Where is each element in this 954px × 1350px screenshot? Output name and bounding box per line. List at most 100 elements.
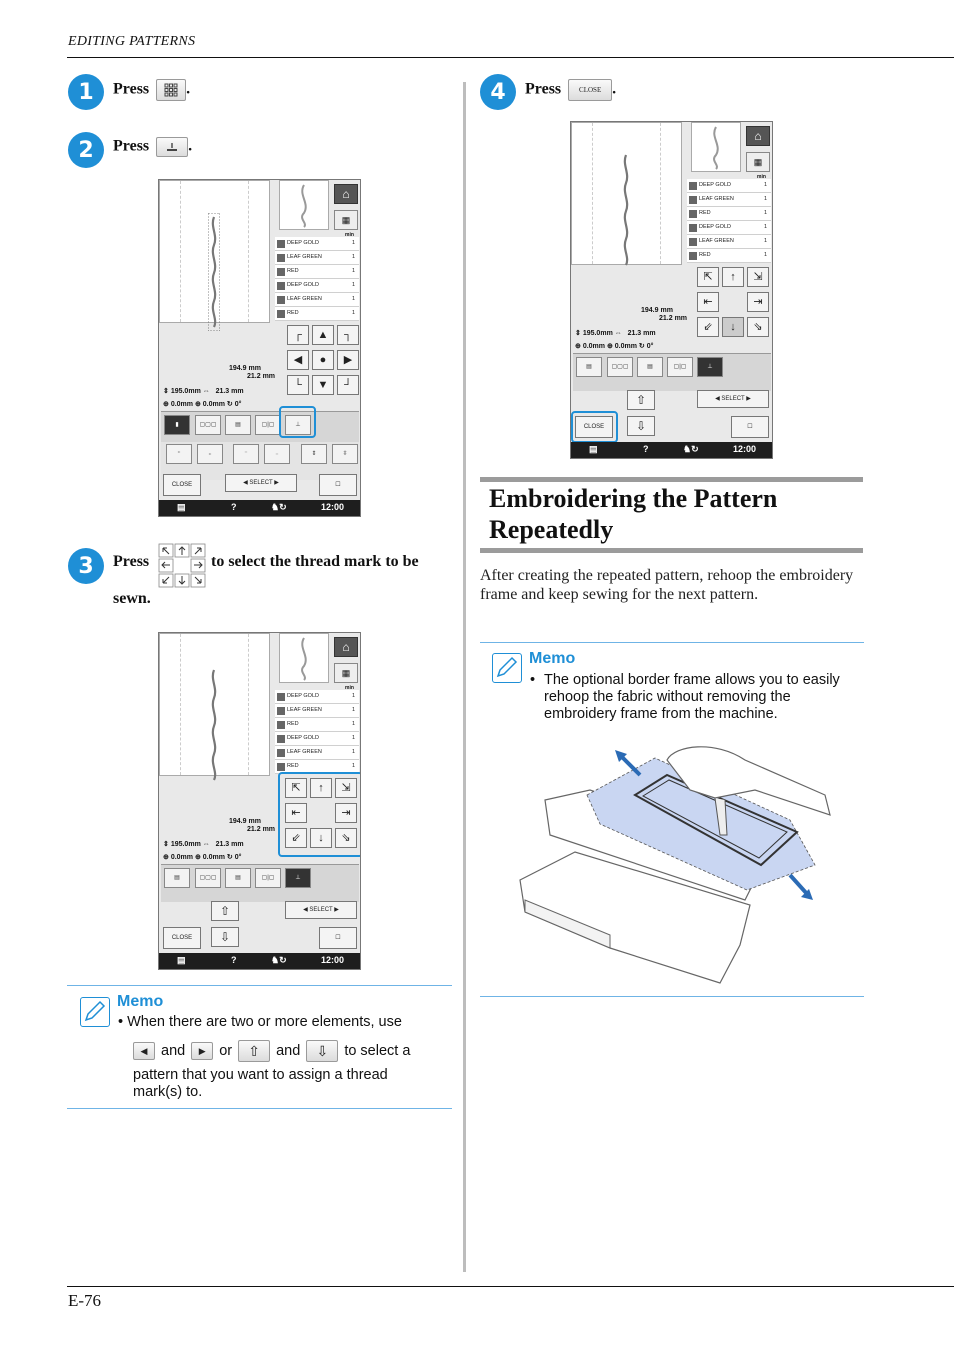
embroidery-button[interactable]: ▦ <box>334 210 358 230</box>
select-right-button[interactable]: ▶ <box>191 1042 214 1060</box>
close-inline-button[interactable]: CLOSE <box>568 79 613 101</box>
arrow-right-button[interactable]: ▶ <box>337 350 359 370</box>
mark-left-button[interactable]: ⇤ <box>697 292 719 312</box>
select-control[interactable]: ◀ SELECT ▶ <box>285 901 357 919</box>
repeat-split-button[interactable]: ▢|▢ <box>667 357 693 377</box>
close-button[interactable]: CLOSE <box>163 474 201 496</box>
mark-down-right-button[interactable]: ⇘ <box>747 317 769 337</box>
spacing-minus2-button[interactable]: ₋ <box>264 444 290 464</box>
size-info-2: 21.2 mm <box>659 315 688 322</box>
size-info: 194.9 mm <box>641 307 673 314</box>
repeat-horizontal-button[interactable]: ▢▢▢ <box>607 357 633 377</box>
repeat-split-button[interactable]: ▢|▢ <box>255 415 281 435</box>
page-icon: ▤ <box>589 444 598 454</box>
edit-toolbar: ▤ ▢▢▢ ▤ ▢|▢ ⊥ <box>573 353 771 391</box>
home-button[interactable]: ⌂ <box>746 126 770 146</box>
memo-left-top-rule <box>67 985 452 986</box>
mark-right-button[interactable]: ⇥ <box>335 803 357 823</box>
memo-pencil-icon <box>492 653 522 683</box>
repeat-split-v-button[interactable]: ▤ <box>637 357 663 377</box>
next-element-button[interactable]: ⇩ <box>211 927 239 947</box>
repeat-vertical-button[interactable]: ▤ <box>225 415 251 435</box>
arrow-keys-inline[interactable] <box>158 543 206 589</box>
memo-left-line2: ◀ and ▶ or ⇧ and ⇩ to select a <box>133 1039 453 1063</box>
thread-mark-screen-button[interactable]: ⊥ <box>697 357 723 377</box>
repeat-vertical-button[interactable]: ▤ <box>576 357 602 377</box>
arrow-up-right-button[interactable]: ┐ <box>337 325 359 345</box>
pattern-canvas <box>159 180 270 331</box>
repeat-vertical-button[interactable]: ▤ <box>164 868 190 888</box>
repeat-horizontal-button[interactable]: ▢▢▢ <box>195 415 221 435</box>
close-button[interactable]: CLOSE <box>163 927 201 949</box>
step-3-text-cont: sewn. <box>113 590 151 607</box>
arrow-left-button[interactable]: ◀ <box>287 350 309 370</box>
mark-down-left-button[interactable]: ⇙ <box>285 828 307 848</box>
ok-button[interactable]: ☐ <box>319 927 357 949</box>
ok-button[interactable]: ☐ <box>319 474 357 496</box>
help-button[interactable]: ? <box>231 955 237 965</box>
previous-element-button[interactable]: ⇧ <box>211 901 239 921</box>
memo-left-line4: mark(s) to. <box>133 1084 203 1100</box>
help-button[interactable]: ? <box>231 502 237 512</box>
mark-right-button[interactable]: ⇥ <box>747 292 769 312</box>
repeat-split-button[interactable]: ▢|▢ <box>255 868 281 888</box>
thread-mark-button[interactable] <box>156 137 189 157</box>
size-info: 194.9 mm <box>229 818 261 825</box>
mark-left-button[interactable]: ⇤ <box>285 803 307 823</box>
spacing-up-button[interactable]: ⁺ <box>166 444 192 464</box>
mark-down-button[interactable]: ↓ <box>310 828 332 848</box>
ok-button[interactable]: ☐ <box>731 416 769 438</box>
select-control[interactable]: ◀ SELECT ▶ <box>225 474 297 492</box>
help-button[interactable]: ? <box>643 444 649 454</box>
arrow-down-button[interactable]: ▼ <box>312 375 334 395</box>
thread-mark-screen-button[interactable]: ⊥ <box>285 415 311 435</box>
step-2-number: 2 <box>78 137 94 163</box>
embroidery-button[interactable]: ▦ <box>334 663 358 683</box>
memo-and-1: and <box>161 1042 186 1059</box>
arrow-up-left-button[interactable]: ┌ <box>287 325 309 345</box>
arrow-up-button[interactable]: ▲ <box>312 325 334 345</box>
memo-right-top-rule <box>480 642 864 643</box>
select-control[interactable]: ◀ SELECT ▶ <box>697 390 769 408</box>
header-rule <box>67 57 954 58</box>
mark-up-right-button[interactable]: ⇲ <box>335 778 357 798</box>
edit-mode-button[interactable]: ▮ <box>164 415 190 435</box>
mark-down-right-button[interactable]: ⇘ <box>335 828 357 848</box>
mark-down-left-button[interactable]: ⇙ <box>697 317 719 337</box>
arrow-down-right-button[interactable]: ┘ <box>337 375 359 395</box>
machine-icon: ♞↻ <box>271 955 287 965</box>
dimension-row: ⇕ 195.0mm ⇔ 21.3 mm <box>575 330 656 337</box>
thread-mark-screen-button[interactable]: ⊥ <box>285 868 311 888</box>
mark-up-left-button[interactable]: ⇱ <box>697 267 719 287</box>
size-info: 194.9 mm <box>229 365 261 372</box>
mark-down-button[interactable]: ↓ <box>722 317 744 337</box>
embroidery-button[interactable]: ▦ <box>746 152 770 172</box>
page-icon: ▤ <box>177 502 186 512</box>
previous-element-button[interactable]: ⇧ <box>627 390 655 410</box>
grid-pattern-button[interactable] <box>156 79 187 101</box>
offset-row: ⊕ 0.0mm ⊕ 0.0mm ↻ 0° <box>575 343 654 350</box>
join-button[interactable]: ⇳ <box>332 444 358 464</box>
offset-row: ⊕ 0.0mm ⊕ 0.0mm ↻ 0° <box>163 401 242 408</box>
mark-up-button[interactable]: ↑ <box>310 778 332 798</box>
spacing-down-button[interactable]: ₊ <box>197 444 223 464</box>
mark-up-left-button[interactable]: ⇱ <box>285 778 307 798</box>
repeat-split-v-button[interactable]: ▤ <box>225 868 251 888</box>
home-button[interactable]: ⌂ <box>334 637 358 657</box>
element-down-button[interactable]: ⇩ <box>306 1040 339 1062</box>
next-element-button[interactable]: ⇩ <box>627 416 655 436</box>
element-up-button[interactable]: ⇧ <box>238 1040 271 1062</box>
repeat-horizontal-button[interactable]: ▢▢▢ <box>195 868 221 888</box>
spacing-minus-button[interactable]: ⁻ <box>233 444 259 464</box>
close-button[interactable]: CLOSE <box>575 416 613 438</box>
home-button[interactable]: ⌂ <box>334 184 358 204</box>
mark-up-button[interactable]: ↑ <box>722 267 744 287</box>
arrow-down-left-button[interactable]: └ <box>287 375 309 395</box>
center-button[interactable]: ● <box>312 350 334 370</box>
select-left-button[interactable]: ◀ <box>133 1042 155 1060</box>
cut-button[interactable]: ⇕ <box>301 444 327 464</box>
mark-up-right-button[interactable]: ⇲ <box>747 267 769 287</box>
